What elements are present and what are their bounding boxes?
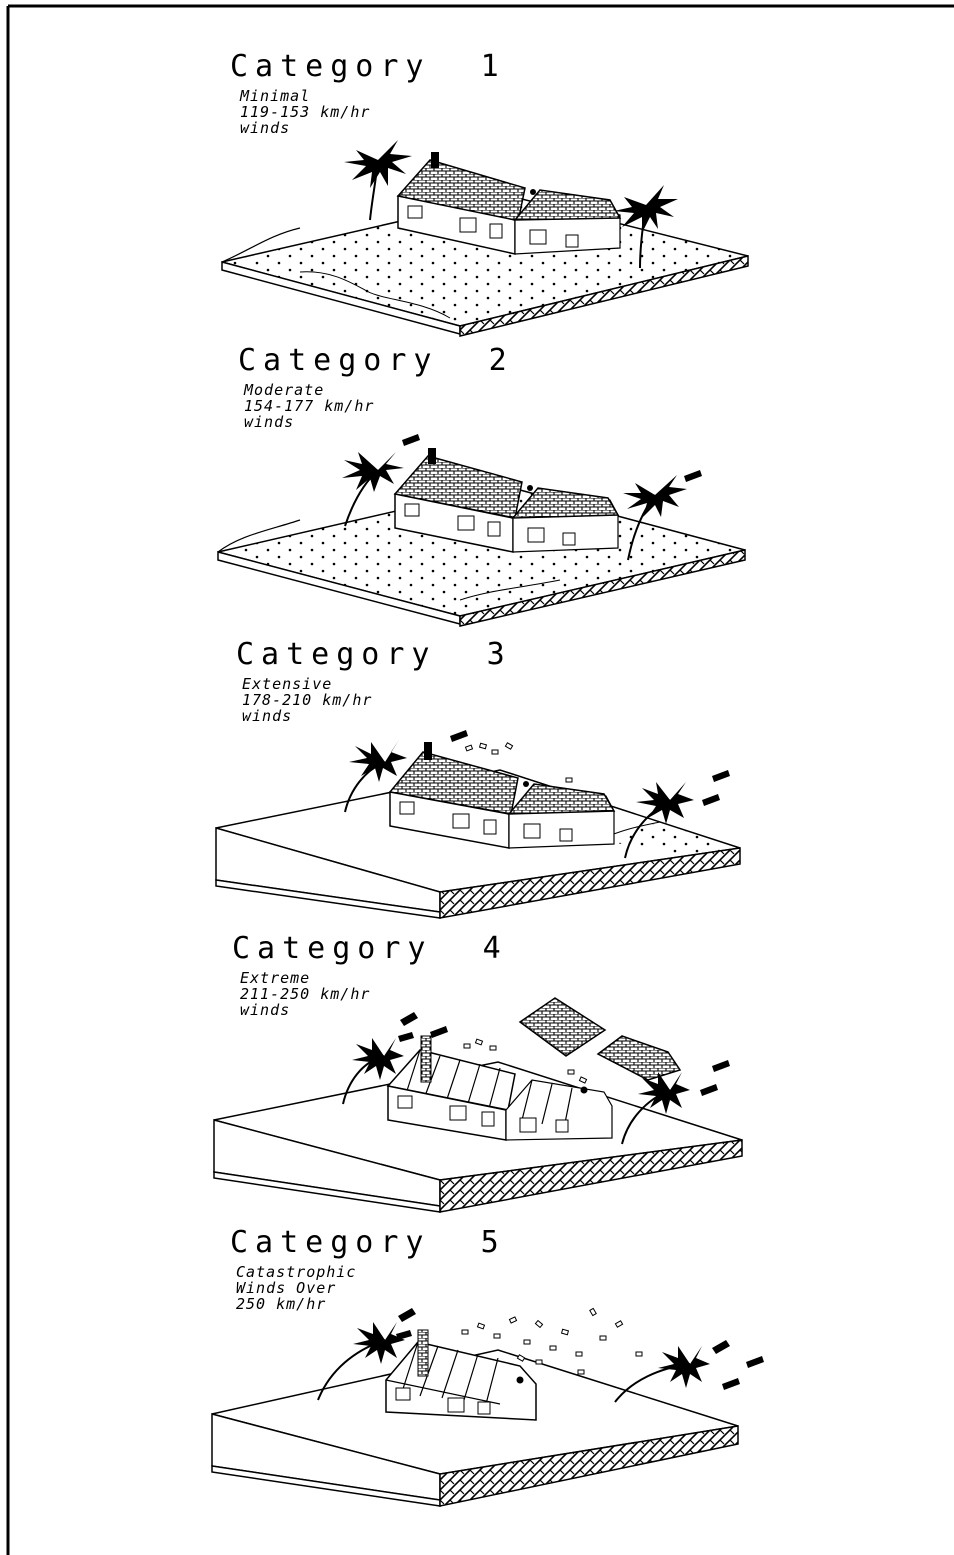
house bbox=[390, 742, 614, 848]
flying-roof-section-1 bbox=[520, 998, 605, 1056]
scene-1-illustration bbox=[222, 140, 748, 336]
scene-4-illustration bbox=[214, 998, 742, 1212]
scene-3-illustration bbox=[216, 730, 740, 918]
house-frame bbox=[388, 1036, 612, 1140]
scene-2-illustration bbox=[218, 434, 745, 626]
flying-roof-section-2 bbox=[598, 1036, 680, 1080]
house-frame bbox=[386, 1330, 536, 1420]
scene-5-illustration bbox=[212, 1308, 764, 1506]
